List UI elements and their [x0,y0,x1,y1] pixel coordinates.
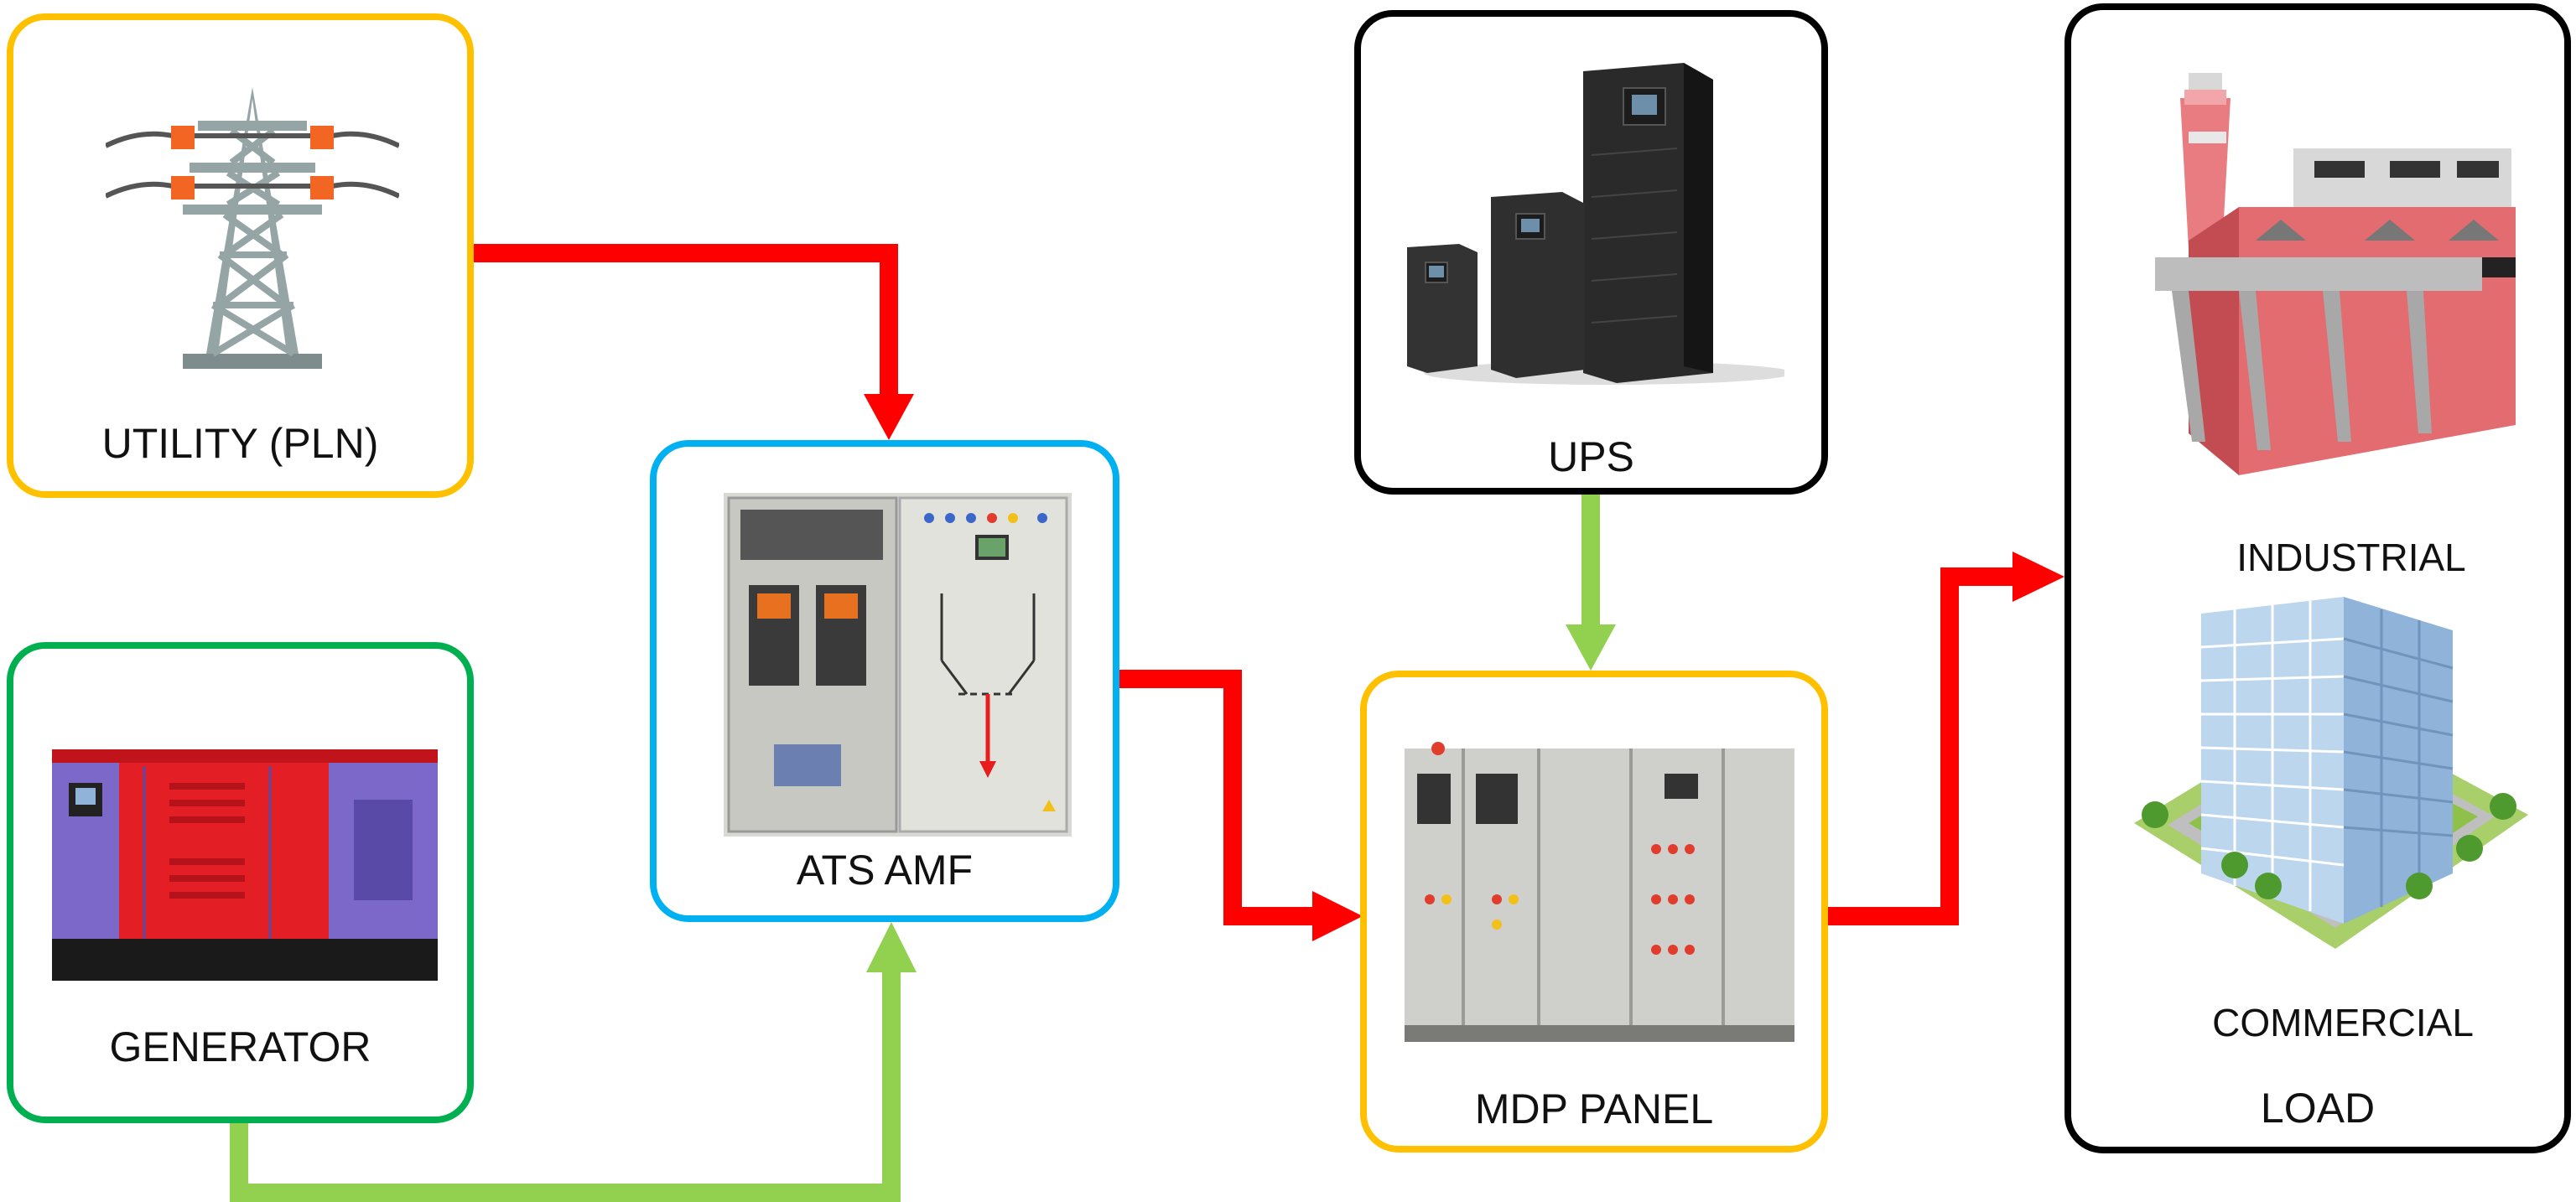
ups-label: UPS [1548,433,1634,480]
ats-panel-icon [724,493,1072,837]
connector-generator-to-ats [230,922,917,1202]
mdp-label: MDP PANEL [1474,1085,1714,1132]
node-ats: ATS AMF [650,440,1119,922]
node-utility: UTILITY (PLN) [7,13,474,498]
load-label: LOAD [2260,1085,2376,1132]
connector-ups-to-mdp [1566,490,1616,671]
ups-units-icon [1407,54,1784,390]
arrowhead [2012,552,2064,602]
generator-set-icon [52,741,438,984]
utility-label: UTILITY (PLN) [101,420,379,467]
arrowhead [1312,891,1363,941]
generator-label: GENERATOR [109,1023,371,1070]
factory-icon [2138,73,2528,517]
ats-label: ATS AMF [796,847,974,894]
node-ups: UPS [1354,10,1828,495]
office-building-icon [2134,597,2528,974]
node-mdp: MDP PANEL [1360,671,1828,1153]
connector-mdp-to-load [1828,552,2064,925]
arrowhead [1566,624,1616,671]
mdp-cabinet-icon [1405,732,1794,1050]
commercial-label: COMMERCIAL [2212,1001,2474,1044]
industrial-label: INDUSTRIAL [2236,536,2466,579]
transmission-tower-icon [106,70,399,381]
node-load: INDUSTRIAL [2064,3,2571,1153]
connector-ats-to-mdp [1119,670,1363,941]
node-generator: GENERATOR [7,642,474,1123]
arrowhead [866,922,917,972]
arrowhead [864,394,914,440]
connector-utility-to-ats [474,244,914,440]
